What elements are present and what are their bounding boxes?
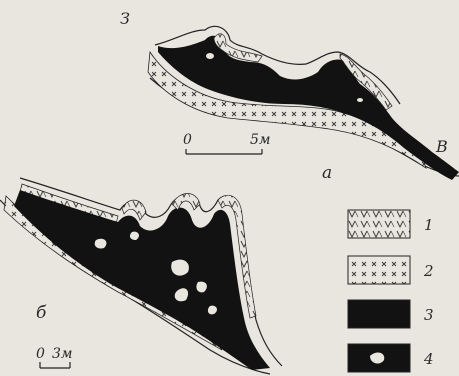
section-b-label: б [36,303,47,323]
section-b: 0 3м б [0,178,282,374]
section-b-scale-zero: 0 [36,346,45,362]
section-b-v-cap [172,194,200,211]
section-b-inclusion [171,260,189,276]
section-b-scale-bar: 0 3м [36,346,73,368]
section-b-inclusion [95,239,107,249]
legend-number: 3 [424,306,434,324]
section-a-scale-length: 5м [250,132,271,148]
legend-item-black-with-inclusions: 4 [348,344,434,372]
legend-number: 2 [423,262,434,280]
section-a-scale-zero: 0 [183,132,192,148]
section-a-inclusion [206,53,214,59]
section-a-scale-bar: 0 5м [183,132,271,154]
west-direction-label: З [120,9,130,28]
legend: 1 2 3 4 [348,210,434,372]
legend-number: 1 [424,216,434,234]
section-a-inclusion [357,98,363,102]
section-b-scale-length: 3м [52,346,73,362]
section-a: 0 5м а З В [120,9,459,183]
legend-item-v-hatch: 1 [348,210,434,238]
east-direction-label: В [435,137,448,156]
legend-item-solid-black: 3 [348,300,434,328]
section-a-label: а [322,163,332,183]
legend-item-cross-hatch: 2 [348,256,434,284]
legend-number: 4 [423,350,434,368]
